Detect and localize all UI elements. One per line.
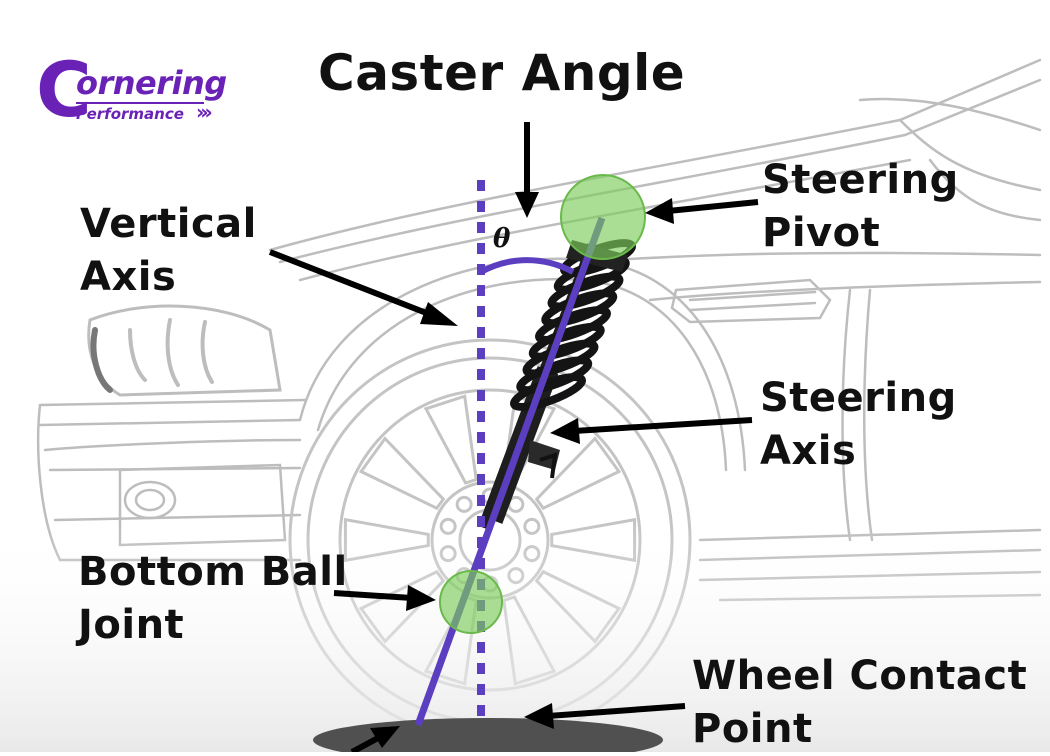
ground-fade	[0, 520, 1050, 752]
vertical-axis-arrow-head	[420, 302, 458, 326]
steering-axis-line	[414, 216, 606, 727]
lug-hole	[455, 495, 473, 513]
steering-axis-arrow-head	[550, 418, 580, 444]
cornering-performance-logo: C ornering Performance ›››	[36, 50, 227, 130]
ground-arrow	[350, 735, 380, 752]
theta-symbol: θ	[493, 224, 511, 254]
logo-chevrons: ›››	[196, 100, 213, 124]
diagram-title: Caster Angle	[318, 44, 686, 102]
label-vertical-axis: Vertical Axis	[80, 201, 257, 300]
steering-pivot-arrow	[667, 199, 759, 214]
wheel-contact-arrow-head	[524, 703, 554, 729]
bottom-ball-joint-arrow-head	[406, 585, 436, 611]
steering-pivot-arrow-head	[645, 198, 674, 224]
label-steering-pivot: Steering Pivot	[762, 157, 959, 256]
vertical-axis-arrow	[268, 249, 436, 319]
wheel-spoke	[358, 436, 446, 511]
caster-angle-arrow-head	[515, 192, 539, 218]
ground-arrow-head	[370, 726, 400, 748]
wheel-spoke	[534, 436, 622, 511]
logo-word: ornering	[76, 64, 227, 102]
wheel-contact-arrow	[547, 703, 686, 719]
bottom-ball-joint-arrow	[333, 590, 413, 601]
label-steering-axis: Steering Axis	[760, 375, 957, 474]
logo-initial: C	[36, 45, 92, 134]
label-wheel-contact-point: Wheel Contact Point	[692, 653, 1028, 752]
logo-subtitle: Performance	[76, 102, 204, 123]
wheel-contact-patch	[313, 718, 663, 752]
bottom-ball-joint-marker	[439, 570, 503, 634]
pointer-arrows	[268, 122, 759, 752]
wheel-spoke	[423, 394, 478, 485]
caster-angle-arc	[479, 257, 575, 275]
steering-pivot-marker	[560, 174, 646, 260]
steering-axis-arrow	[573, 417, 753, 434]
label-bottom-ball-joint: Bottom Ball Joint	[78, 549, 348, 648]
